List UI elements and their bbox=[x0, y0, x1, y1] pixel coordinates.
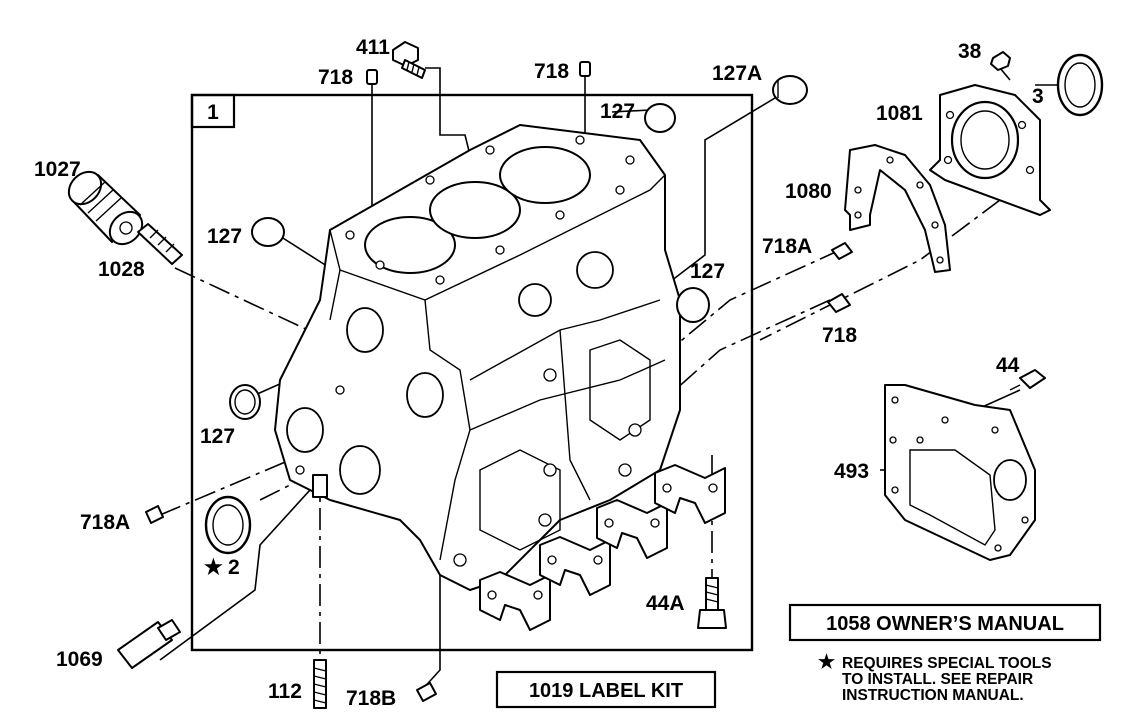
dowel-pin-718A-left bbox=[145, 505, 164, 524]
callout-112: 112 bbox=[268, 680, 302, 703]
callout-1080: 1080 bbox=[785, 180, 832, 203]
oil-seal-3 bbox=[1056, 53, 1104, 117]
callout-718-top-left: 718 bbox=[318, 66, 353, 89]
stud-112 bbox=[313, 659, 327, 709]
rear-plate-493 bbox=[884, 384, 1036, 561]
special-tools-note: ★ REQUIRES SPECIAL TOOLS TO INSTALL. SEE… bbox=[818, 652, 1052, 704]
dowel-pin-718B bbox=[416, 682, 437, 702]
owners-manual-box: 1058 OWNER’S MANUAL bbox=[788, 603, 1102, 642]
bearing-cap bbox=[596, 499, 668, 559]
dowel-pin-718A-right bbox=[831, 242, 853, 260]
expansion-plug-127-top bbox=[644, 103, 676, 133]
callout-1081: 1081 bbox=[876, 102, 923, 125]
callout-1027: 1027 bbox=[34, 158, 81, 181]
main-frame: 1 bbox=[190, 93, 754, 652]
expansion-plug-127-right bbox=[676, 287, 710, 323]
bearing-cap bbox=[654, 464, 726, 524]
dowel-pin-718-right bbox=[827, 293, 851, 313]
callout-127-top: 127 bbox=[600, 100, 635, 123]
callout-44: 44 bbox=[996, 354, 1020, 377]
note-line-3: INSTRUCTION MANUAL. bbox=[842, 687, 1024, 704]
frame-index-label: 1 bbox=[207, 101, 219, 124]
callout-127-bottom-left: 127 bbox=[200, 425, 235, 448]
callout-44A: 44A bbox=[646, 592, 685, 615]
bolt-44A bbox=[697, 577, 727, 629]
callout-labels: 411 718 718 127A 127 38 1081 3 1027 1028… bbox=[34, 36, 1044, 710]
main-bearing-caps bbox=[479, 464, 726, 631]
owners-manual-label: 1058 OWNER’S MANUAL bbox=[826, 613, 1064, 635]
block-stub bbox=[312, 474, 328, 498]
callout-718-right: 718 bbox=[822, 324, 857, 347]
seal-case-1081 bbox=[929, 84, 1051, 216]
callout-38: 38 bbox=[958, 40, 982, 63]
callout-127-right: 127 bbox=[690, 260, 725, 283]
label-kit-label: 1019 LABEL KIT bbox=[529, 680, 683, 702]
dowel-pin-718-left bbox=[366, 69, 378, 85]
note-star: ★ bbox=[818, 652, 835, 673]
callout-718-top-mid: 718 bbox=[534, 60, 569, 83]
note-line-2: TO INSTALL. SEE REPAIR bbox=[842, 671, 1033, 688]
oil-seal-2 bbox=[204, 495, 252, 555]
gasket-1080 bbox=[844, 144, 951, 273]
cylinder-block bbox=[274, 124, 681, 591]
label-kit-box: 1019 LABEL KIT bbox=[495, 670, 717, 709]
dowel-pin-718-mid bbox=[579, 61, 591, 77]
callout-718A-right: 718A bbox=[762, 235, 812, 258]
bearing-cap bbox=[539, 536, 611, 596]
callout-2: 2 bbox=[228, 556, 240, 579]
oil-filter-1027 bbox=[67, 170, 144, 246]
pin-1069 bbox=[117, 619, 181, 669]
callout-1028: 1028 bbox=[98, 258, 145, 281]
filter-nipple-1028 bbox=[137, 223, 183, 265]
plug-screw-411 bbox=[392, 41, 426, 79]
bearing-cap bbox=[479, 571, 551, 631]
note-line-1: REQUIRES SPECIAL TOOLS bbox=[842, 655, 1052, 672]
callout-493: 493 bbox=[834, 460, 869, 483]
callout-3: 3 bbox=[1032, 85, 1044, 108]
screw-38 bbox=[990, 51, 1011, 71]
callout-411: 411 bbox=[356, 36, 390, 59]
callout-718A-left: 718A bbox=[80, 511, 130, 534]
callout-718B: 718B bbox=[346, 687, 396, 710]
star-marker: ★ bbox=[204, 556, 223, 579]
callout-1069: 1069 bbox=[56, 648, 103, 671]
callout-127A: 127A bbox=[712, 62, 762, 85]
screw-44 bbox=[1009, 369, 1046, 391]
expansion-plug-127A bbox=[772, 75, 808, 105]
callout-127-left: 127 bbox=[207, 225, 242, 248]
expansion-plug-127-bottom-left bbox=[229, 384, 261, 420]
expansion-plug-127-left bbox=[251, 217, 285, 247]
